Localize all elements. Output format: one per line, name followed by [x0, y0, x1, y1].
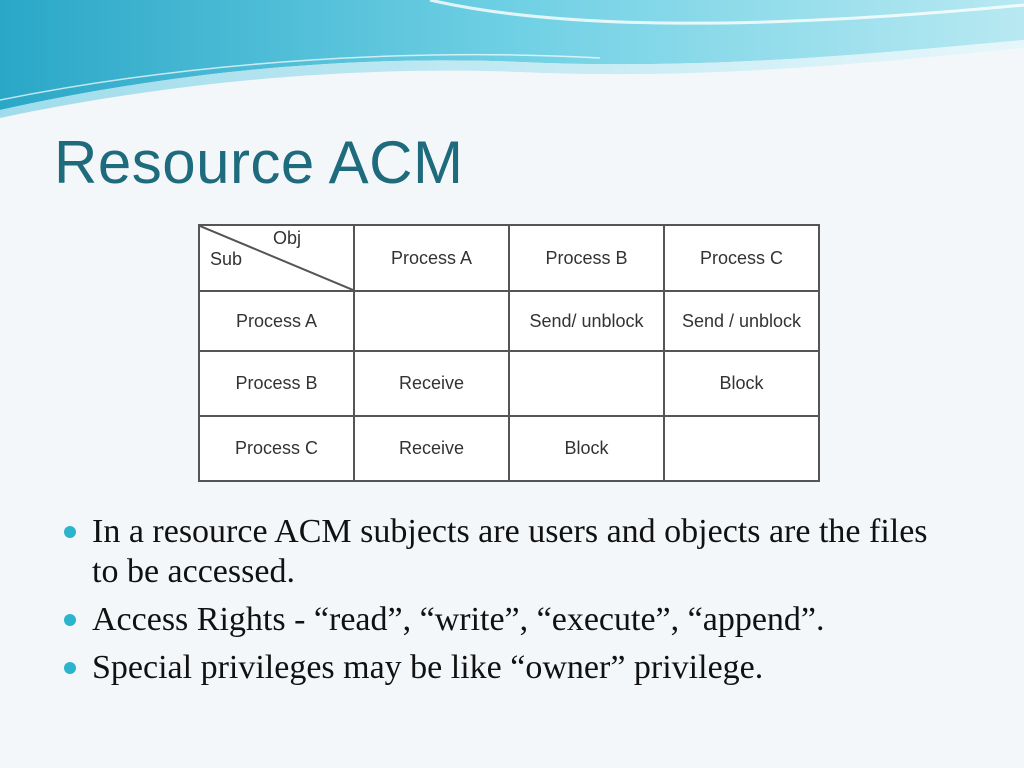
table-row: Process C Receive Block	[198, 415, 820, 482]
row-header: Process B	[198, 350, 355, 417]
bullet-list: In a resource ACM subjects are users and…	[62, 512, 962, 696]
bullet-text: Access Rights - “read”, “write”, “execut…	[92, 601, 825, 638]
bullet-text: In a resource ACM subjects are users and…	[92, 513, 928, 590]
bullet-dot-icon	[64, 662, 76, 674]
acm-table: Obj Sub Process A Process B Process C Pr…	[198, 224, 820, 482]
bullet-item: In a resource ACM subjects are users and…	[62, 512, 962, 592]
table-cell: Receive	[353, 415, 510, 482]
bullet-item: Access Rights - “read”, “write”, “execut…	[62, 600, 962, 640]
table-row: Process A Send/ unblock Send / unblock	[198, 290, 820, 352]
table-cell	[508, 350, 665, 417]
obj-label: Obj	[272, 228, 301, 248]
row-header: Process C	[198, 415, 355, 482]
table-cell: Send/ unblock	[508, 290, 665, 352]
table-cell: Block	[508, 415, 665, 482]
corner-cell: Obj Sub	[198, 224, 355, 292]
column-header: Process B	[508, 224, 665, 292]
table-cell: Send / unblock	[663, 290, 820, 352]
bullet-dot-icon	[64, 614, 76, 626]
slide-title: Resource ACM	[54, 129, 464, 196]
column-header: Process C	[663, 224, 820, 292]
row-header: Process A	[198, 290, 355, 352]
table-cell: Receive	[353, 350, 510, 417]
table-row: Process B Receive Block	[198, 350, 820, 417]
table-cell: Block	[663, 350, 820, 417]
table-cell	[353, 290, 510, 352]
diagonal-divider	[200, 226, 353, 290]
bullet-dot-icon	[64, 526, 76, 538]
header-wave-decoration	[0, 0, 1024, 118]
table-cell	[663, 415, 820, 482]
bullet-item: Special privileges may be like “owner” p…	[62, 648, 962, 688]
column-header: Process A	[353, 224, 510, 292]
bullet-text: Special privileges may be like “owner” p…	[92, 649, 764, 686]
sub-label: Sub	[210, 249, 243, 269]
table-header-row: Obj Sub Process A Process B Process C	[198, 224, 820, 292]
